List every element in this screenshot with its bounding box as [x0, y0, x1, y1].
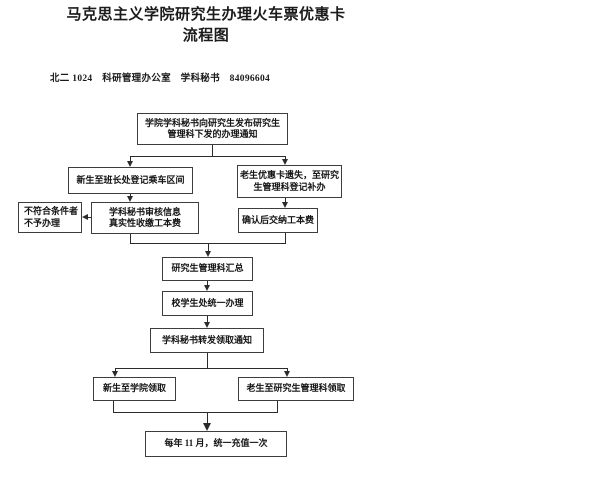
flow-node-reject: 不符合条件者 不予办理: [18, 202, 82, 233]
flow-arrowhead-down: [127, 161, 133, 167]
flow-arrowhead-down: [282, 159, 288, 165]
flow-arrowhead-down: [112, 371, 118, 377]
flow-connector: [130, 234, 131, 244]
flow-connector: [115, 368, 116, 372]
page-title-line1: 马克思主义学院研究生办理火车票优惠卡: [66, 7, 346, 23]
flow-connector: [88, 217, 91, 218]
flow-connector: [130, 156, 131, 162]
flow-node-management-summary: 研究生管理科汇总: [162, 257, 253, 281]
flow-connector: [130, 194, 131, 197]
flow-node-secretary-verify: 学科秘书审核信息 真实性收缴工本费: [91, 202, 199, 234]
flow-node-new-student-register: 新生至班长处登记乘车区间: [68, 167, 193, 194]
page-title-line2: 流程图: [182, 28, 230, 44]
flow-node-student-affairs: 校学生处统一办理: [162, 291, 253, 316]
flow-node-new-student-pickup: 新生至学院领取: [93, 377, 176, 401]
flow-connector: [113, 412, 278, 413]
flow-connector: [207, 316, 208, 323]
flow-connector: [285, 156, 286, 160]
flow-node-old-student-pickup: 老生至研究生管理科领取: [238, 377, 354, 401]
flow-node-old-student-reissue: 老生优惠卡遗失，至研究 生管理科登记补办: [237, 165, 342, 198]
flow-arrowhead-down: [282, 202, 288, 208]
flow-arrowhead-down: [204, 322, 210, 328]
flow-connector: [285, 233, 286, 244]
flow-connector: [287, 368, 288, 372]
flow-connector: [115, 368, 288, 369]
flow-connector: [113, 401, 114, 412]
flow-connector: [207, 412, 208, 424]
flow-connector: [207, 353, 208, 368]
flow-node-annual-recharge: 每年 11 月，统一充值一次: [145, 431, 287, 457]
flow-arrowhead-down: [203, 423, 211, 431]
flow-connector: [212, 145, 213, 157]
flow-arrowhead-down: [205, 251, 211, 257]
flow-connector: [277, 401, 278, 412]
flow-connector: [130, 156, 286, 157]
office-contact-info: 北二 1024 科研管理办公室 学科秘书 84096604: [50, 74, 271, 84]
flow-connector: [208, 243, 209, 252]
flow-arrowhead-left: [82, 214, 88, 220]
flow-node-issue-notice: 学院学科秘书向研究生发布研究生 管理科下发的办理通知: [137, 113, 288, 145]
flow-node-confirm-pay: 确认后交纳工本费: [238, 208, 318, 233]
flow-arrowhead-down: [127, 196, 133, 202]
flow-arrowhead-down: [284, 371, 290, 377]
page-title: 马克思主义学院研究生办理火车票优惠卡 流程图: [0, 5, 412, 47]
flow-connector: [207, 281, 208, 286]
flow-arrowhead-down: [204, 285, 210, 291]
flow-node-forward-notice: 学科秘书转发领取通知: [150, 328, 264, 353]
flow-connector: [285, 198, 286, 203]
